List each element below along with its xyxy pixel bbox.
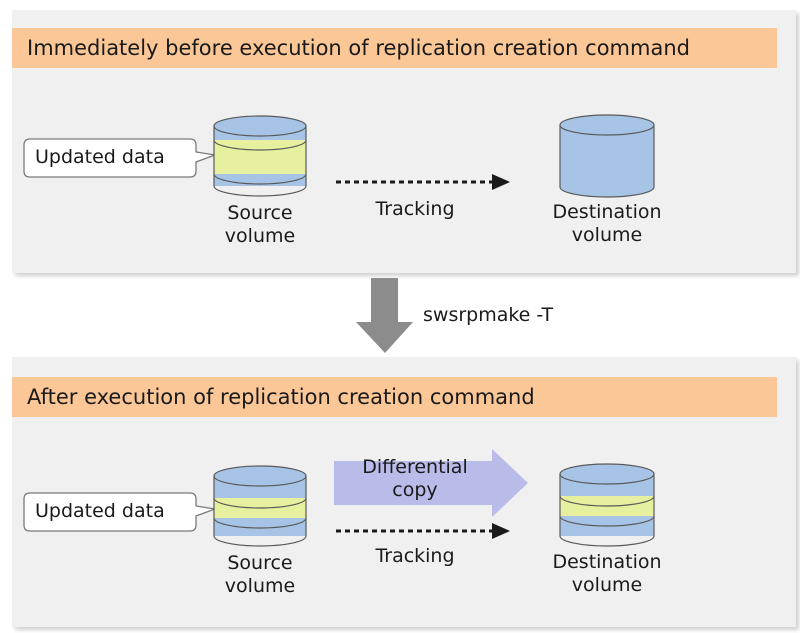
source-volume-label-top-line2: volume: [224, 225, 296, 247]
updated-data-label-top: Updated data: [35, 146, 165, 168]
destination-volume-label-top-line1: Destination: [552, 201, 662, 223]
destination-volume-label-top-line2: volume: [571, 224, 643, 246]
tracking-label-top: Tracking: [375, 198, 455, 220]
updated-data-label-bottom: Updated data: [35, 500, 165, 522]
destination-volume-cylinder-top: [559, 114, 655, 198]
destination-volume-label-bottom-line1: Destination: [552, 551, 662, 573]
source-volume-label-bottom-line1: Source: [227, 552, 293, 574]
differential-copy-arrow: [334, 449, 528, 517]
destination-volume-label-bottom-line2: volume: [571, 574, 643, 596]
source-volume-label-top-line1: Source: [227, 202, 293, 224]
command-label: swsrpmake -T: [423, 304, 554, 326]
differential-copy-label-line2: copy: [392, 479, 438, 501]
source-volume-label-bottom-line2: volume: [224, 575, 296, 597]
transition-arrow: [356, 278, 413, 353]
destination-volume-cylinder-bottom: [559, 463, 655, 547]
before-panel-title: Immediately before execution of replicat…: [12, 28, 777, 68]
tracking-arrow-top: [336, 174, 510, 190]
updated-data-callout-bottom: [23, 492, 218, 532]
updated-data-callout-top: [23, 138, 218, 178]
source-volume-cylinder-top: [213, 115, 307, 197]
differential-copy-label-line1: Differential: [362, 456, 468, 478]
tracking-label-bottom: Tracking: [375, 545, 455, 567]
after-panel-title: After execution of replication creation …: [12, 377, 777, 417]
source-volume-cylinder-bottom: [213, 465, 307, 547]
tracking-arrow-bottom: [336, 523, 510, 539]
